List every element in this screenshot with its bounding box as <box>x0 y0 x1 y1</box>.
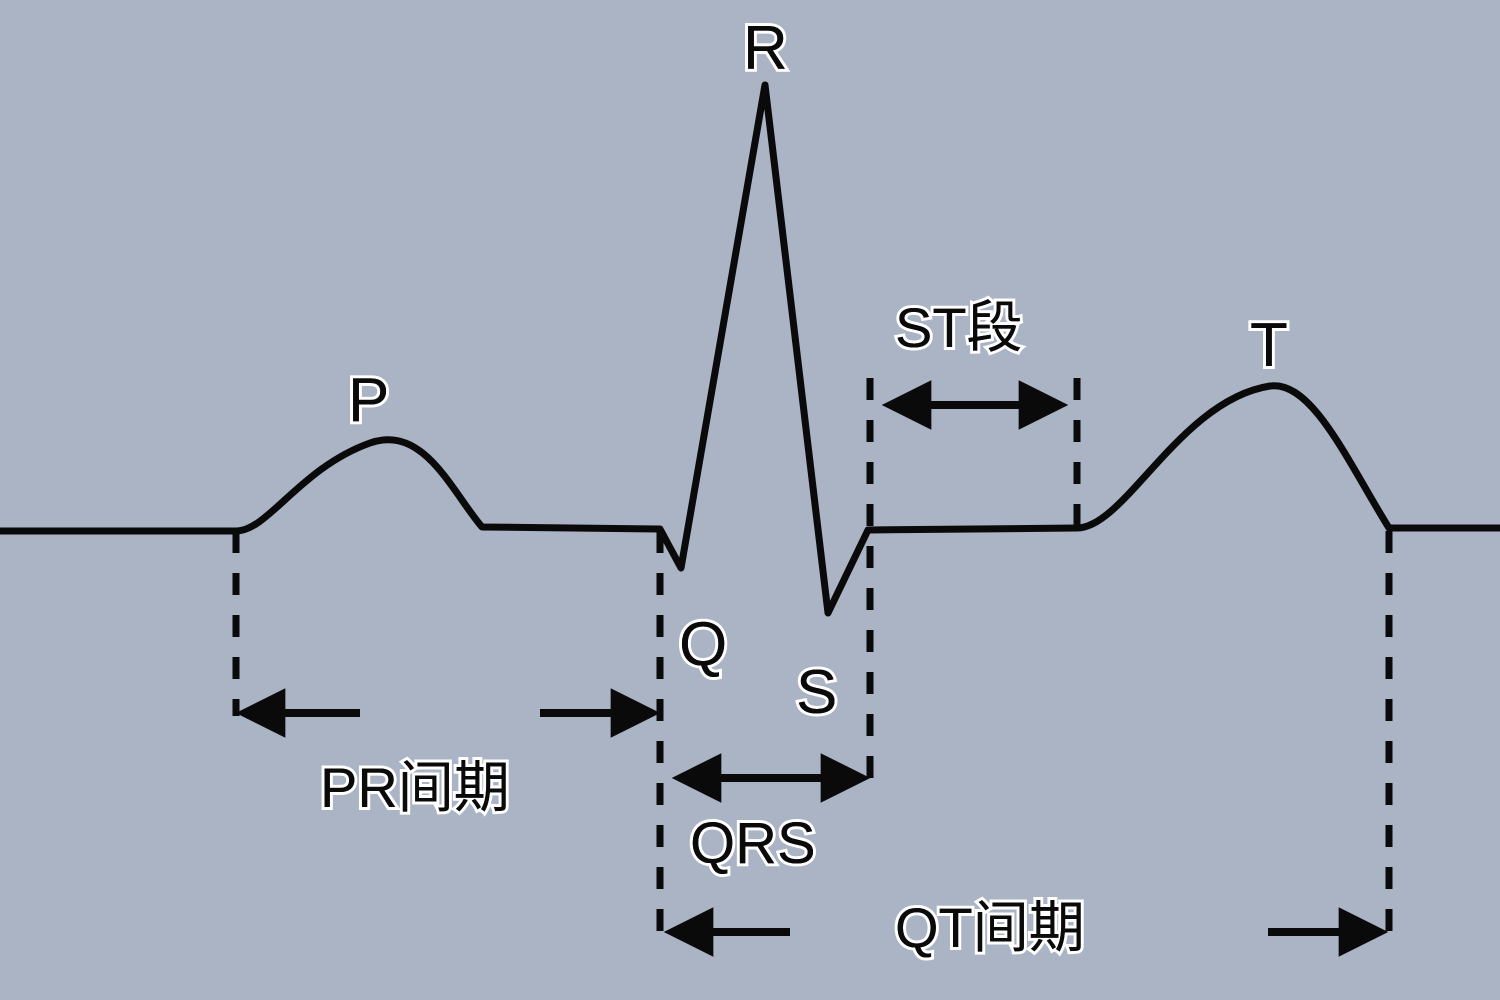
label-t-outline: T <box>1247 311 1291 380</box>
label-p-outline: P <box>345 366 392 435</box>
label-qrs: QRS <box>690 811 816 876</box>
label-r: R <box>743 14 788 83</box>
label-r-outline: R <box>740 14 791 83</box>
label-qt-interval: QT间期 <box>895 896 1085 959</box>
label-st-segment: ST段 <box>895 296 1023 359</box>
label-s: S <box>796 658 838 727</box>
ecg-trace-path <box>0 81 1500 617</box>
label-st-segment-outline: ST段 <box>892 296 1026 359</box>
label-t: T <box>1250 311 1288 380</box>
label-qrs-outline: QRS <box>687 811 819 876</box>
label-qt-interval-outline: QT间期 <box>892 896 1088 959</box>
label-pr-interval: PR间期 <box>320 756 510 819</box>
label-q: Q <box>679 610 728 679</box>
label-q-outline: Q <box>676 610 730 679</box>
label-pr-interval-outline: PR间期 <box>317 756 513 819</box>
label-p: P <box>348 366 390 435</box>
label-s-outline: S <box>793 658 840 727</box>
measurement-arrows <box>235 380 1389 957</box>
reference-lines <box>232 378 1393 940</box>
ecg-trace <box>0 81 1500 617</box>
